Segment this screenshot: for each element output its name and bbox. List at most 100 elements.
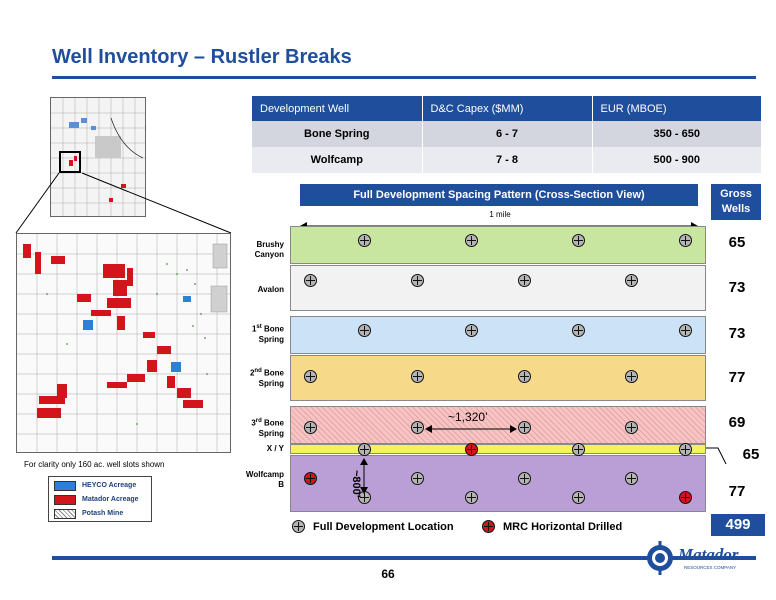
well-location-icon	[411, 370, 424, 383]
label-avalon: Avalon	[240, 285, 284, 295]
label-part: 1	[251, 324, 257, 334]
well-location-icon	[411, 274, 424, 287]
band-2nd-bone-spring	[290, 355, 706, 401]
band-brushy-canyon	[290, 226, 706, 264]
label-part: Wolfcamp	[245, 470, 284, 479]
well-location-icon	[518, 472, 531, 485]
well-location-icon	[304, 370, 317, 383]
legend-potash: Potash Mine	[54, 508, 123, 519]
well-location-icon	[679, 324, 692, 337]
logo-text: Matador	[677, 545, 739, 564]
col-dc-capex: D&C Capex ($MM)	[422, 96, 593, 121]
table-cell: 350 - 650	[592, 121, 762, 147]
table-cell: Bone Spring	[252, 121, 423, 147]
gross-wells-3rd-bone: 69	[728, 414, 746, 431]
gross-wells-xy: 65	[742, 446, 760, 463]
label-part: Avalon	[257, 285, 284, 294]
table-cell: 500 - 900	[592, 147, 762, 173]
zoom-box	[59, 151, 81, 173]
gross-header-line1: Gross	[720, 188, 752, 200]
label-2nd-bone-spring: 2nd Bone Spring	[240, 366, 284, 389]
spacing-label: ~1,320’	[448, 410, 488, 424]
footer-rule	[52, 556, 756, 560]
matador-logo: Matador RESOURCES COMPANY	[643, 538, 754, 578]
matador-swatch	[54, 494, 76, 505]
vertical-label: ~800’	[350, 470, 362, 498]
gross-wells-header: Gross Wells	[711, 184, 761, 220]
potash-swatch	[54, 508, 76, 519]
mrc-drilled-well-icon	[465, 443, 478, 456]
label-wolfcamp-b: Wolfcamp B	[240, 470, 284, 490]
band-1st-bone-spring	[290, 316, 706, 354]
label-part: Bone Spring	[258, 368, 284, 388]
legend-heyco: HEYCO Acreage	[54, 480, 136, 491]
well-location-icon	[358, 443, 371, 456]
well-location-icon	[465, 234, 478, 247]
logo-subtext: RESOURCES COMPANY	[684, 565, 736, 570]
mile-label: 1 mile	[489, 210, 511, 219]
well-location-icon	[572, 234, 585, 247]
label-sup: st	[256, 324, 262, 330]
legend-matador-label: Matador Acreage	[82, 496, 139, 503]
vertical-arrow	[360, 458, 368, 494]
well-location-icon	[625, 472, 638, 485]
band-xy	[290, 444, 706, 454]
label-part: 3	[251, 418, 256, 428]
label-brushy-canyon: Brushy Canyon	[240, 240, 284, 260]
well-location-icon	[572, 491, 585, 504]
label-part: Bone Spring	[258, 324, 284, 344]
legend-matador: Matador Acreage	[54, 494, 139, 505]
well-location-icon	[625, 370, 638, 383]
gross-wells-1st-bone: 73	[728, 325, 746, 342]
label-part: 2	[249, 368, 255, 378]
map-caption: For clarity only 160 ac. well slots show…	[24, 460, 165, 469]
label-part: X / Y	[266, 444, 284, 453]
band-wolfcamp-b	[290, 455, 706, 512]
table-header-row: Development Well D&C Capex ($MM) EUR (MB…	[252, 96, 762, 121]
label-1st-bone-spring: 1st Bone Spring	[240, 322, 284, 345]
label-part: Canyon	[254, 250, 284, 259]
label-part: Bone Spring	[258, 418, 284, 438]
spacing-header: Full Development Spacing Pattern (Cross-…	[300, 184, 698, 206]
legend-heyco-label: HEYCO Acreage	[82, 482, 137, 489]
gross-wells-avalon: 73	[728, 279, 746, 296]
table-cell: 6 - 7	[422, 121, 593, 147]
spacing-arrow	[425, 425, 517, 433]
well-location-icon	[518, 370, 531, 383]
well-location-icon	[411, 472, 424, 485]
col-eur: EUR (MBOE)	[592, 96, 762, 121]
mrc-drilled-well-icon	[304, 472, 317, 485]
legend-mrc-drilled-label: MRC Horizontal Drilled	[503, 520, 623, 533]
label-3rd-bone-spring: 3rd Bone Spring	[240, 416, 284, 439]
title-rule	[52, 76, 756, 79]
label-sup: nd	[254, 368, 262, 374]
gross-wells-2nd-bone: 77	[728, 369, 746, 386]
well-location-icon	[625, 421, 638, 434]
overview-map	[50, 97, 146, 217]
gross-wells-wolfcamp: 77	[728, 483, 746, 500]
col-development-well: Development Well	[252, 96, 423, 121]
well-location-icon	[465, 324, 478, 337]
table-row: Bone Spring 6 - 7 350 - 650	[252, 121, 762, 147]
capex-table: Development Well D&C Capex ($MM) EUR (MB…	[252, 96, 762, 173]
well-location-icon	[518, 421, 531, 434]
gross-header-line2: Wells	[721, 203, 751, 215]
well-location-icon	[465, 491, 478, 504]
well-location-icon	[304, 421, 317, 434]
well-location-icon	[411, 421, 424, 434]
page-number: 66	[381, 567, 395, 581]
well-location-icon	[679, 234, 692, 247]
table-cell: 7 - 8	[422, 147, 593, 173]
gross-wells-total: 499	[711, 514, 765, 536]
label-part: Brushy	[256, 240, 284, 249]
mrc-drilled-well-icon	[679, 491, 692, 504]
well-location-icon	[572, 443, 585, 456]
label-part: B	[278, 480, 284, 489]
xy-connector	[706, 447, 727, 465]
band-avalon	[290, 265, 706, 311]
map-legend: HEYCO Acreage Matador Acreage Potash Min…	[48, 476, 152, 522]
well-location-icon	[625, 274, 638, 287]
well-location-icon	[358, 324, 371, 337]
label-sup: rd	[255, 418, 262, 424]
